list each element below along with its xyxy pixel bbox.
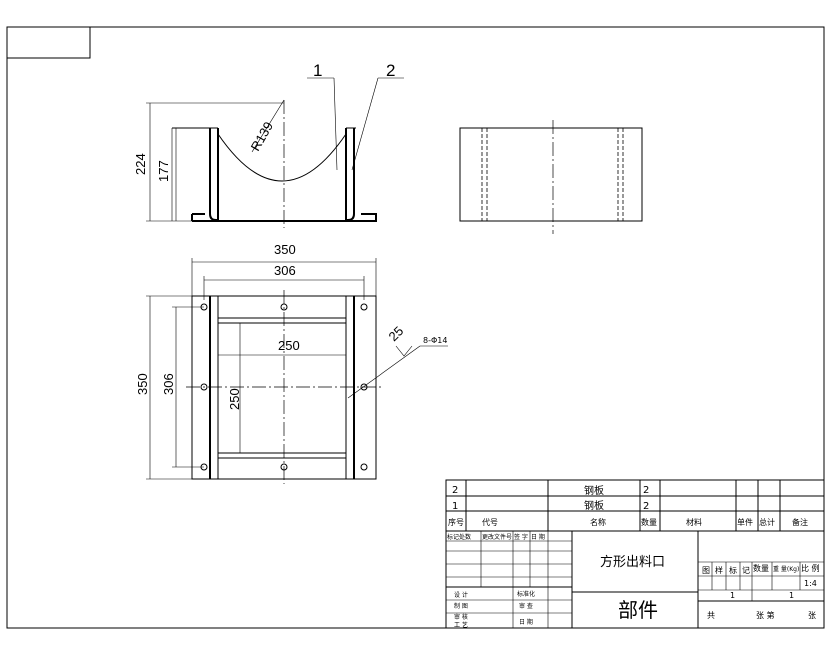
drawing-name: 方形出料口 xyxy=(600,554,665,570)
title-block: 2 钢板 2 1 钢板 2 序号 代号 名称 数量 材料 单件 总计 备注 标记… xyxy=(445,479,825,629)
bom-row-1-name: 钢板 xyxy=(584,499,604,512)
sign-review: 审 核 xyxy=(454,613,468,621)
bom-header-remark: 备注 xyxy=(792,517,808,527)
stage-label-2: 样 xyxy=(715,565,723,575)
right-side-plate xyxy=(345,128,355,221)
stage-label-1: 图 xyxy=(702,566,710,575)
corner-box xyxy=(6,26,91,59)
sign-standard: 标准化 xyxy=(517,590,535,598)
bom-header-material: 材料 xyxy=(686,517,702,527)
dim-250-vertical: 250 xyxy=(227,388,242,410)
dim-350-left: 350 xyxy=(135,373,150,395)
hole xyxy=(200,383,208,391)
qty-value-1: 1 xyxy=(730,591,735,600)
sign-process: 工 艺 xyxy=(454,621,468,629)
bom-row-1-qty: 2 xyxy=(643,501,649,512)
sheet-end: 张 xyxy=(808,611,816,620)
scale-value: 1:4 xyxy=(804,579,817,588)
dim-250-horizontal: 250 xyxy=(278,338,300,353)
stage-label-4: 记 xyxy=(742,566,750,575)
sign-date: 日 期 xyxy=(519,618,533,626)
qty-label: 数量 xyxy=(753,563,769,573)
left-side-plate xyxy=(209,128,219,221)
callout-2: 2 xyxy=(386,61,395,80)
drawing-category: 部件 xyxy=(618,598,658,622)
dim-306-left: 306 xyxy=(161,373,176,395)
rev-header-sign: 签 字 xyxy=(514,533,528,541)
hole xyxy=(360,383,368,391)
hole xyxy=(280,463,288,471)
sheet-border xyxy=(6,26,825,629)
radius-label: R139 xyxy=(248,119,277,153)
dim-25: 25 xyxy=(386,323,407,344)
sign-drawing: 制 图 xyxy=(454,602,468,610)
bom-header-qty: 数量 xyxy=(641,517,657,527)
arc-cutout xyxy=(217,133,347,182)
sheet-total: 共 xyxy=(707,611,715,620)
bom-header-code: 代号 xyxy=(482,517,498,527)
bom-row-2-name: 钢板 xyxy=(584,484,604,497)
scale-label: 比 例 xyxy=(801,563,820,573)
bom-row-2-qty: 2 xyxy=(643,485,649,496)
callout-1: 1 xyxy=(313,61,322,80)
sheet-mid: 张 第 xyxy=(756,610,775,620)
bom-row-1-index: 1 xyxy=(452,501,458,512)
qty-value-2: 1 xyxy=(789,591,794,600)
dim-350-top: 350 xyxy=(274,242,296,257)
stage-label-3: 标 xyxy=(729,565,737,575)
dim-177: 177 xyxy=(156,160,171,182)
rev-header-date: 日 期 xyxy=(531,533,545,541)
bom-header-name: 名称 xyxy=(590,517,606,527)
hole-note: 8-Φ14 xyxy=(423,336,447,345)
rev-header-doc: 更改文件号 xyxy=(482,533,512,541)
bom-header-unit: 单件 xyxy=(737,517,753,527)
sign-check: 审 查 xyxy=(519,602,533,610)
front-view: R139 224 177 1 2 xyxy=(133,61,404,228)
bom-row-2-index: 2 xyxy=(452,485,458,496)
dim-224: 224 xyxy=(133,153,148,175)
side-view xyxy=(459,120,643,234)
weight-label: 重 量(Kg) xyxy=(773,565,799,573)
sign-design: 设 计 xyxy=(454,591,468,599)
rev-header-marks: 标记处数 xyxy=(447,533,471,541)
dim-306-top: 306 xyxy=(274,263,296,278)
hole xyxy=(360,463,368,471)
bom-header-total: 总计 xyxy=(759,517,775,527)
plan-view: 350 306 250 350 306 250 25 8-Φ14 xyxy=(135,242,448,484)
hole xyxy=(360,303,368,311)
hole xyxy=(280,303,288,311)
bom-header-index: 序号 xyxy=(448,517,464,527)
